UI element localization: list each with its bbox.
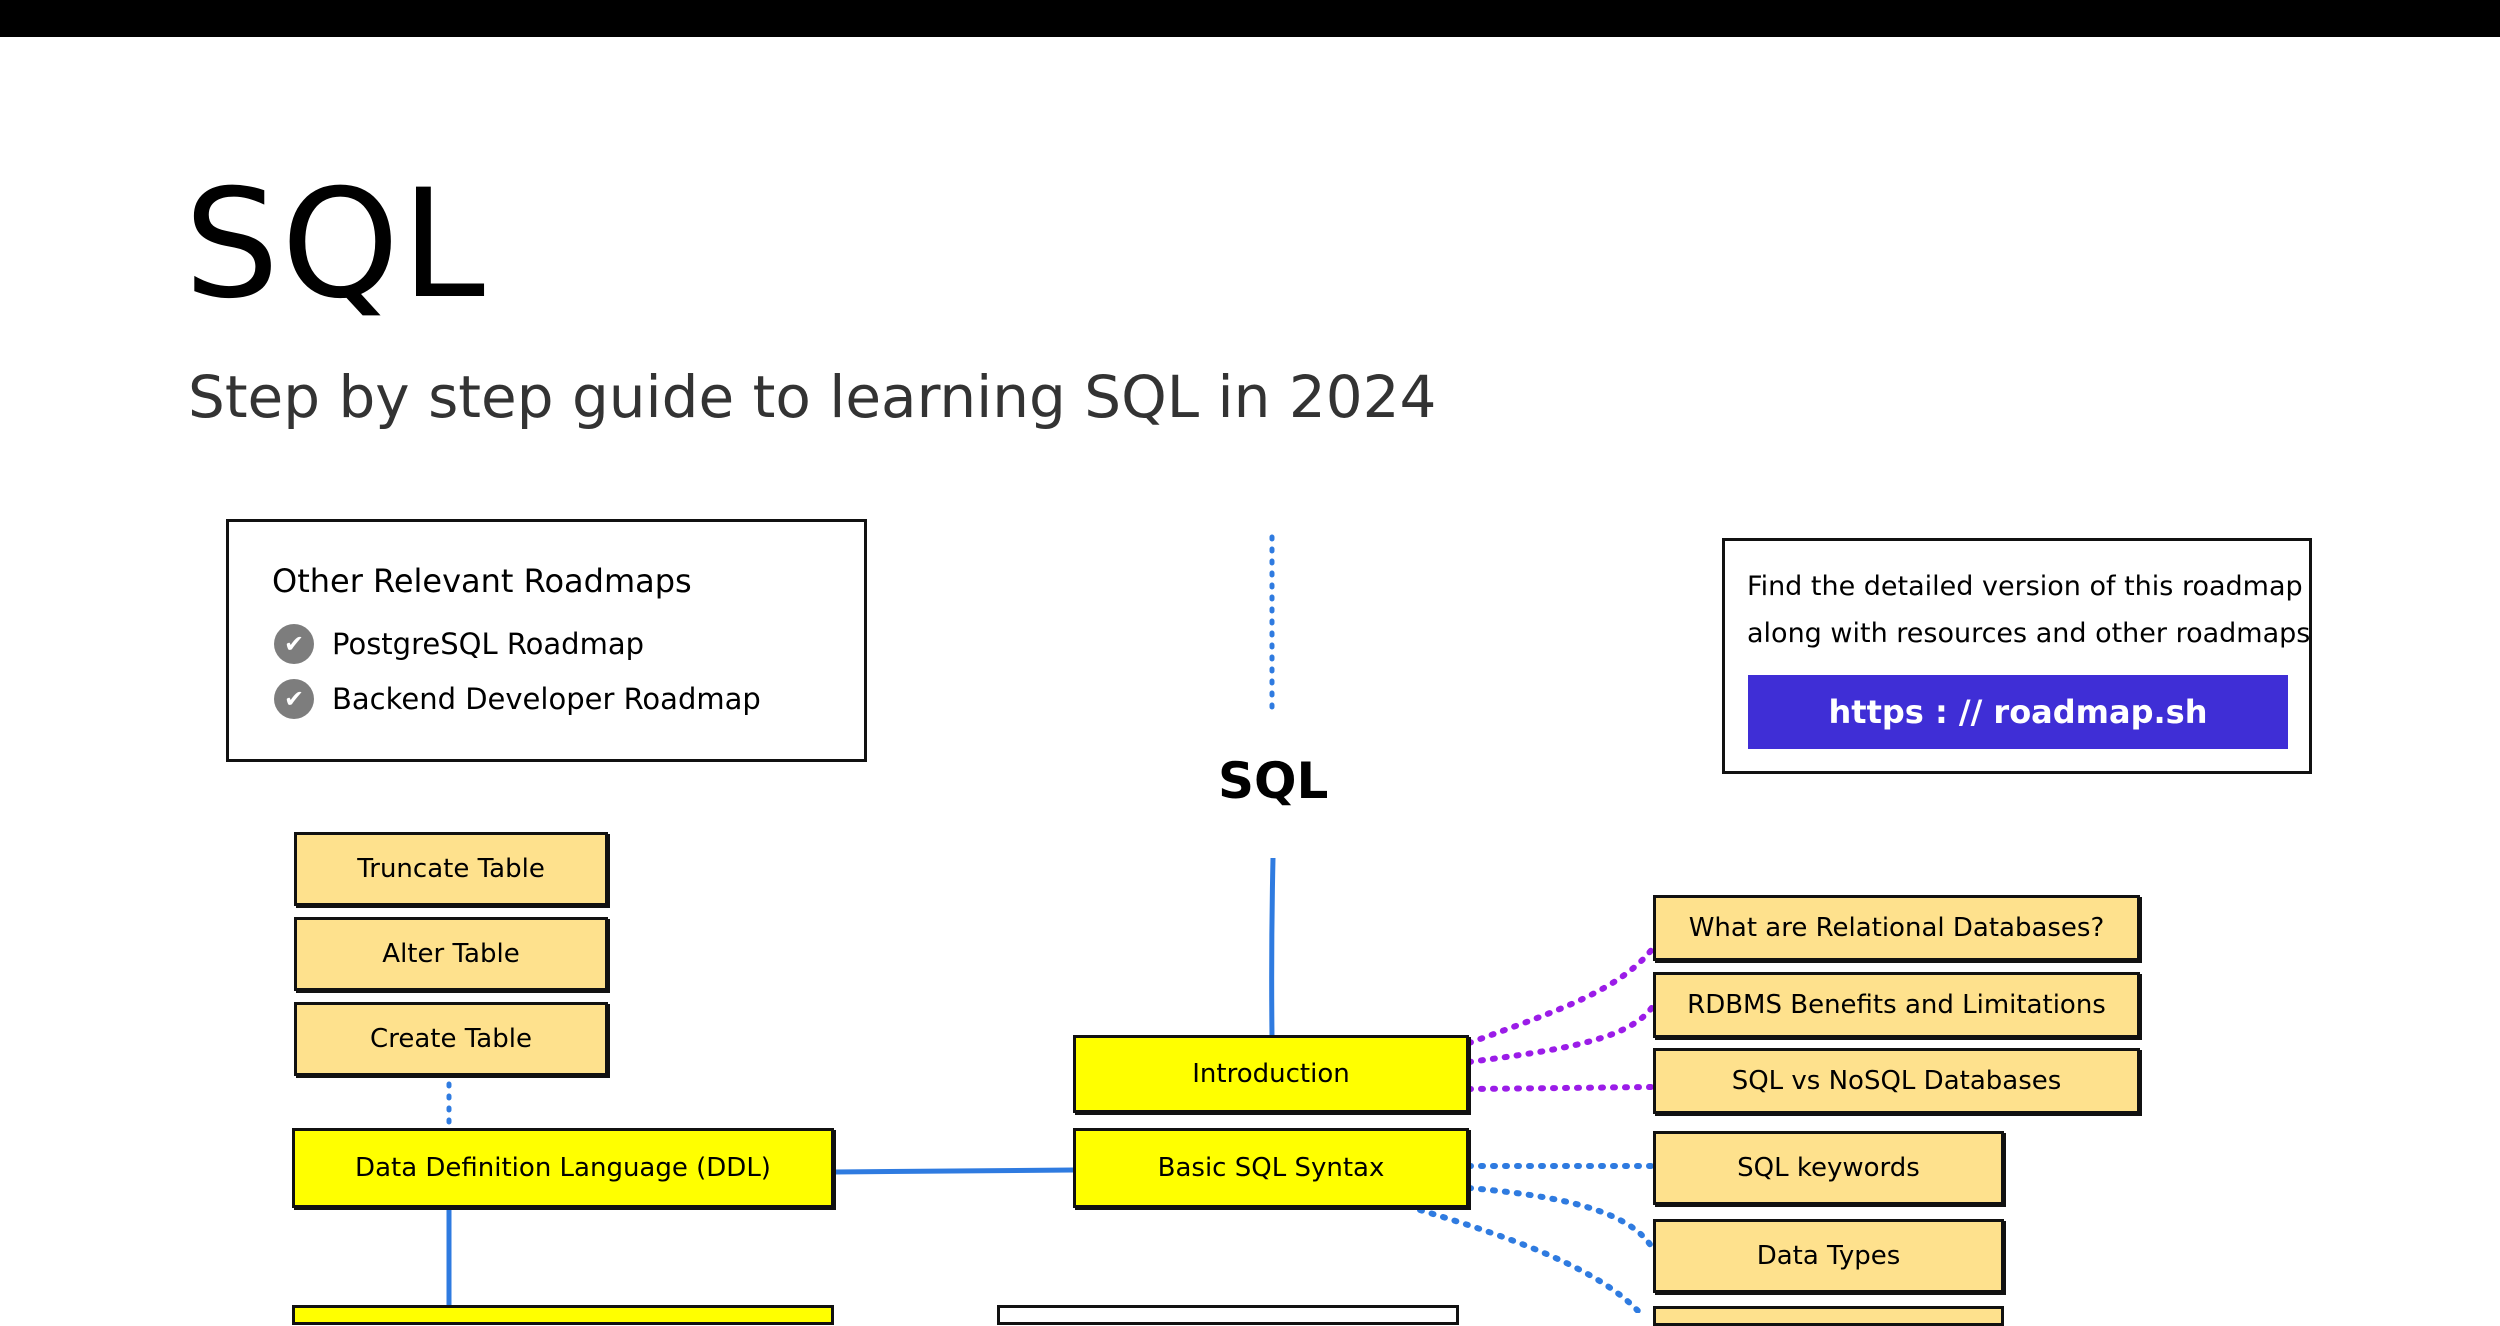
subtopic-create-table[interactable]: Create Table bbox=[294, 1002, 608, 1076]
subtopic-data-types[interactable]: Data Types bbox=[1653, 1219, 2004, 1293]
roadmap-title: SQL bbox=[1218, 752, 1329, 810]
subtopic-truncate-table[interactable]: Truncate Table bbox=[294, 832, 608, 906]
connector-intro-relational bbox=[1466, 945, 1656, 1046]
roadmap-link-label: Backend Developer Roadmap bbox=[332, 682, 761, 716]
detailed-version-text-line-2: along with resources and other roadmaps bbox=[1747, 618, 2311, 649]
subtopic-sql-vs-nosql[interactable]: SQL vs NoSQL Databases bbox=[1653, 1048, 2140, 1114]
top-bar bbox=[0, 0, 2500, 37]
node-cut-off[interactable] bbox=[997, 1305, 1459, 1325]
detailed-version-panel: Find the detailed version of this roadma… bbox=[1722, 538, 2312, 774]
subtopic-node-cut-off[interactable] bbox=[1653, 1306, 2004, 1326]
subtopic-alter-table[interactable]: Alter Table bbox=[294, 917, 608, 991]
page-subtitle: Step by step guide to learning SQL in 20… bbox=[188, 363, 1437, 431]
subtopic-rdbms-benefits[interactable]: RDBMS Benefits and Limitations bbox=[1653, 972, 2140, 1038]
roadmap-link-label: PostgreSQL Roadmap bbox=[332, 627, 645, 661]
connector-syntax-more bbox=[1417, 1207, 1643, 1313]
page-title: SQL bbox=[184, 158, 487, 332]
topic-introduction[interactable]: Introduction bbox=[1073, 1035, 1469, 1113]
detailed-version-text-line-1: Find the detailed version of this roadma… bbox=[1747, 571, 2303, 602]
connector-syntax-to-ddl bbox=[833, 1167, 1074, 1175]
connector-intro-rdbms bbox=[1466, 1003, 1656, 1065]
subtopic-sql-keywords[interactable]: SQL keywords bbox=[1653, 1131, 2004, 1205]
postgresql-roadmap-link[interactable]: ✔ PostgreSQL Roadmap bbox=[274, 624, 644, 664]
connector-syntax-datatypes bbox=[1466, 1185, 1656, 1252]
relevant-roadmaps-panel: Other Relevant Roadmaps ✔ PostgreSQL Roa… bbox=[226, 519, 867, 762]
check-circle-icon: ✔ bbox=[274, 679, 314, 719]
topic-basic-sql-syntax[interactable]: Basic SQL Syntax bbox=[1073, 1128, 1469, 1208]
connector-sql-to-introduction bbox=[1269, 857, 1276, 1037]
connector-intro-nosql bbox=[1466, 1084, 1656, 1092]
roadmap-sh-link-button[interactable]: https : // roadmap.sh bbox=[1748, 675, 2288, 749]
subtopic-relational-databases[interactable]: What are Relational Databases? bbox=[1653, 895, 2140, 961]
backend-developer-roadmap-link[interactable]: ✔ Backend Developer Roadmap bbox=[274, 679, 761, 719]
topic-ddl[interactable]: Data Definition Language (DDL) bbox=[292, 1128, 834, 1208]
check-circle-icon: ✔ bbox=[274, 624, 314, 664]
topic-node-cut-off[interactable] bbox=[292, 1305, 834, 1325]
relevant-roadmaps-heading: Other Relevant Roadmaps bbox=[272, 562, 692, 600]
